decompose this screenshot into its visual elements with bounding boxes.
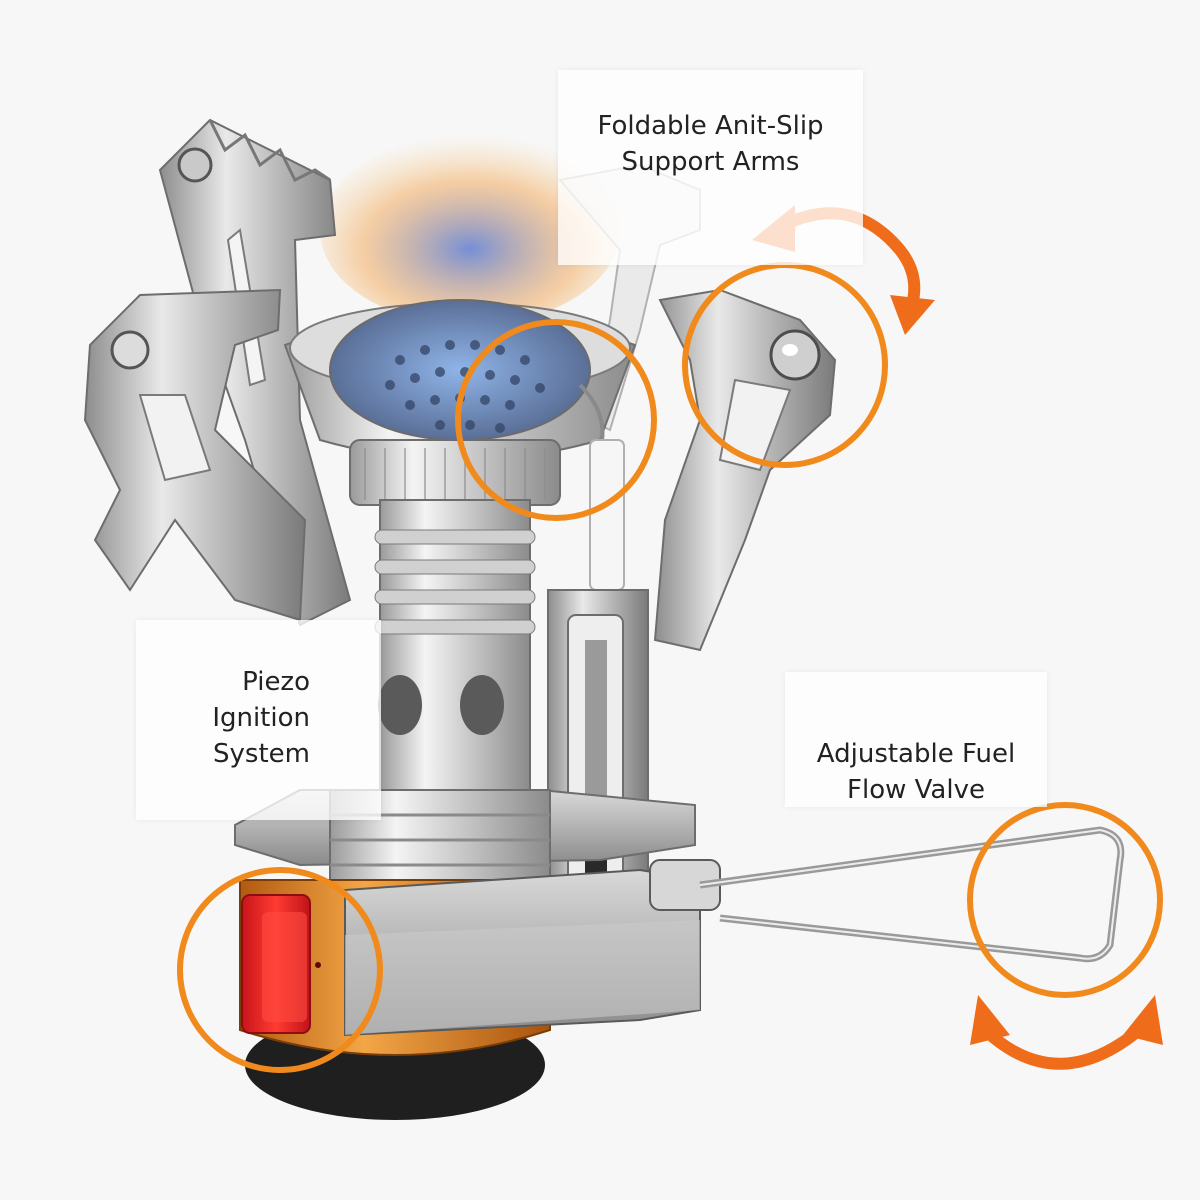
highlight-circle-valve [967, 802, 1163, 998]
callout-valve-line2: Flow Valve [847, 775, 985, 805]
highlight-circle-burner [455, 319, 657, 521]
callout-piezo-line3: System [213, 739, 310, 769]
callout-piezo-line2: Ignition [212, 703, 310, 733]
flame-glow [320, 135, 620, 325]
highlight-circle-support-arm [682, 262, 888, 468]
piezo-button [241, 894, 321, 1034]
burner-collar [349, 439, 561, 506]
callout-piezo-line1: Piezo [242, 667, 310, 697]
callout-support-arms-line1: Foldable Anit-Slip [597, 111, 824, 141]
callout-valve-line1: Adjustable Fuel [816, 739, 1016, 769]
callout-box-support-arms [558, 70, 863, 265]
callout-piezo: Piezo Ignition System [170, 664, 310, 772]
burner-body [374, 499, 536, 791]
igniter-bracket [547, 589, 649, 916]
callout-valve: Adjustable Fuel Flow Valve [785, 736, 1047, 808]
callout-box-piezo [136, 620, 381, 820]
callout-support-arms-line2: Support Arms [621, 147, 800, 177]
support-arm-right [653, 288, 837, 652]
burner-head [283, 299, 637, 461]
rotate-arrow-valve-icon [970, 995, 1163, 1070]
callout-support-arms: Foldable Anit-Slip Support Arms [558, 108, 863, 180]
callout-box-valve [785, 672, 1047, 807]
valve-housing [344, 859, 721, 1037]
highlight-circle-piezo [177, 867, 383, 1073]
support-arm-left-front [83, 288, 307, 622]
igniter-electrode [589, 439, 625, 591]
